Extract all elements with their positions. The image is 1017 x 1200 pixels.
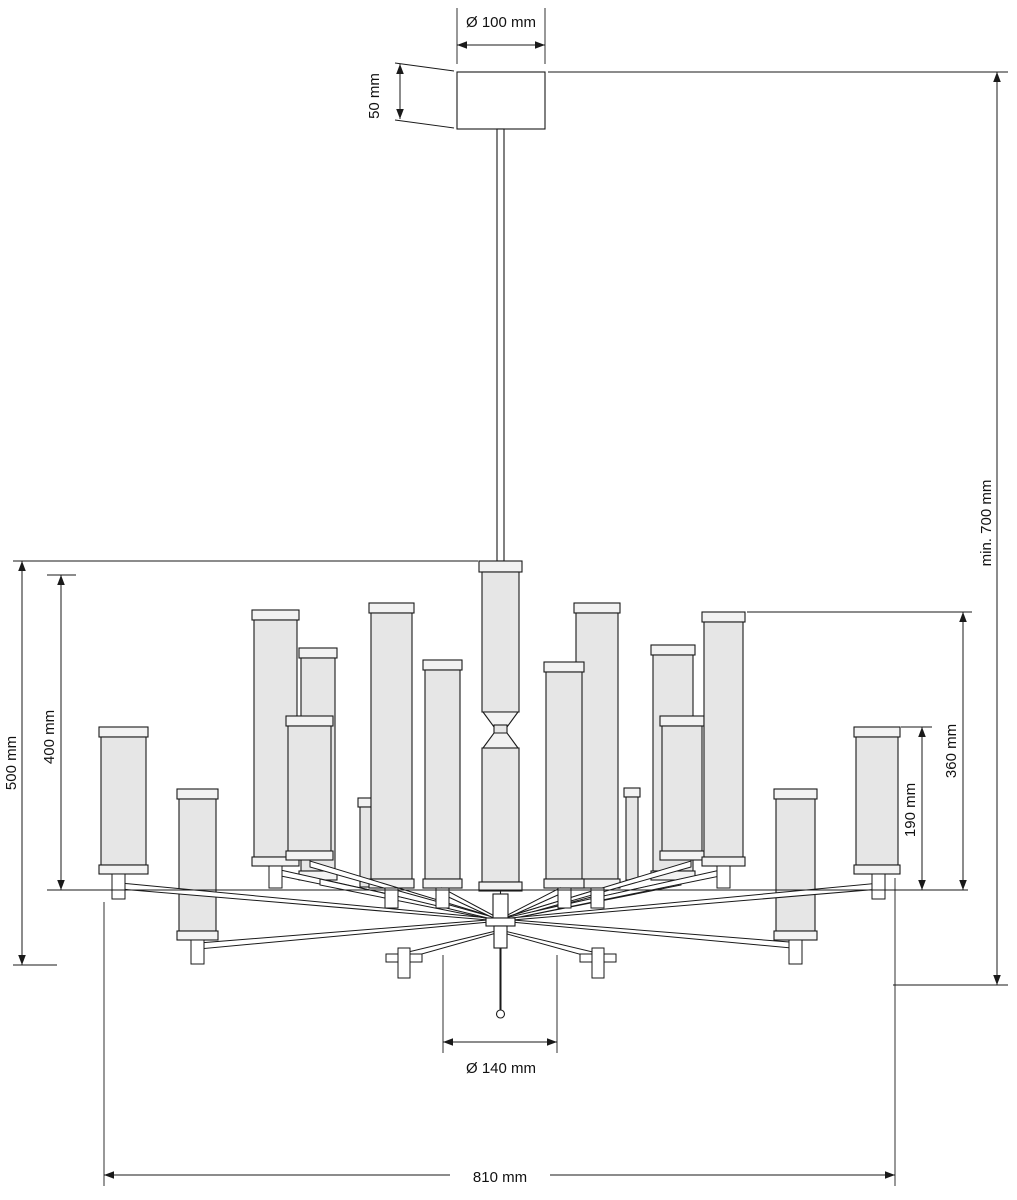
suspension-rod <box>496 128 505 562</box>
hub-plate <box>485 917 516 927</box>
label-min-suspension: min. 700 mm <box>978 480 995 567</box>
hub-cylinder-lower <box>493 925 508 949</box>
dimension-canopy-diameter: Ø 100 mm <box>456 8 546 64</box>
label-fixture-height: 500 mm <box>3 736 20 790</box>
glass-shade <box>285 715 334 861</box>
glass-shades <box>98 602 901 941</box>
glass-shade <box>176 788 219 941</box>
shade-holder <box>111 873 126 900</box>
dimension-min-suspension: min. 700 mm <box>548 71 1008 986</box>
hub-cylinder <box>492 893 509 919</box>
shade-holder <box>716 865 731 889</box>
label-hub-diameter: Ø 140 mm <box>466 1060 536 1077</box>
dimension-canopy-height: 50 mm <box>366 62 455 129</box>
shade-holder <box>397 947 411 979</box>
glass-shade <box>98 726 149 875</box>
shade-holder <box>871 873 886 900</box>
label-fixture-width: 810 mm <box>473 1169 527 1186</box>
shade-holder <box>591 947 605 979</box>
dimension-lower-tier: 190 mm <box>901 726 932 890</box>
hub-and-finial <box>485 891 516 1019</box>
shade-holder <box>435 887 450 909</box>
shade-holders <box>111 865 886 979</box>
label-canopy-height: 50 mm <box>366 73 383 119</box>
finial-ball <box>495 1009 506 1019</box>
glass-shade <box>701 611 746 867</box>
glass-shade <box>543 661 585 889</box>
glass-shade <box>853 726 901 875</box>
glass-shade <box>368 602 415 889</box>
shade-holder <box>557 887 572 909</box>
glass-shade <box>659 715 705 861</box>
shade-holder <box>788 939 803 965</box>
dimension-upper-tier: 360 mm <box>747 611 972 890</box>
label-upper-tier: 360 mm <box>943 724 960 778</box>
ceiling-canopy <box>456 71 546 130</box>
shade-holder <box>384 887 399 909</box>
center-column <box>478 560 523 892</box>
dimension-hub-diameter: Ø 140 mm <box>442 955 558 1077</box>
glass-shade <box>623 787 641 881</box>
glass-shade <box>773 788 818 941</box>
shade-holder <box>590 887 605 909</box>
label-canopy-diameter: Ø 100 mm <box>466 14 536 31</box>
glass-shade <box>573 602 621 889</box>
shade-holder <box>268 865 283 889</box>
label-lower-tier: 190 mm <box>902 783 919 837</box>
glass-shade <box>422 659 463 889</box>
shade-holder <box>190 939 205 965</box>
label-tall-shade: 400 mm <box>41 710 58 764</box>
dimension-tall-shade: 400 mm <box>41 574 968 891</box>
dimension-fixture-height: 500 mm <box>3 560 478 966</box>
dimension-fixture-width: 810 mm <box>103 878 896 1188</box>
